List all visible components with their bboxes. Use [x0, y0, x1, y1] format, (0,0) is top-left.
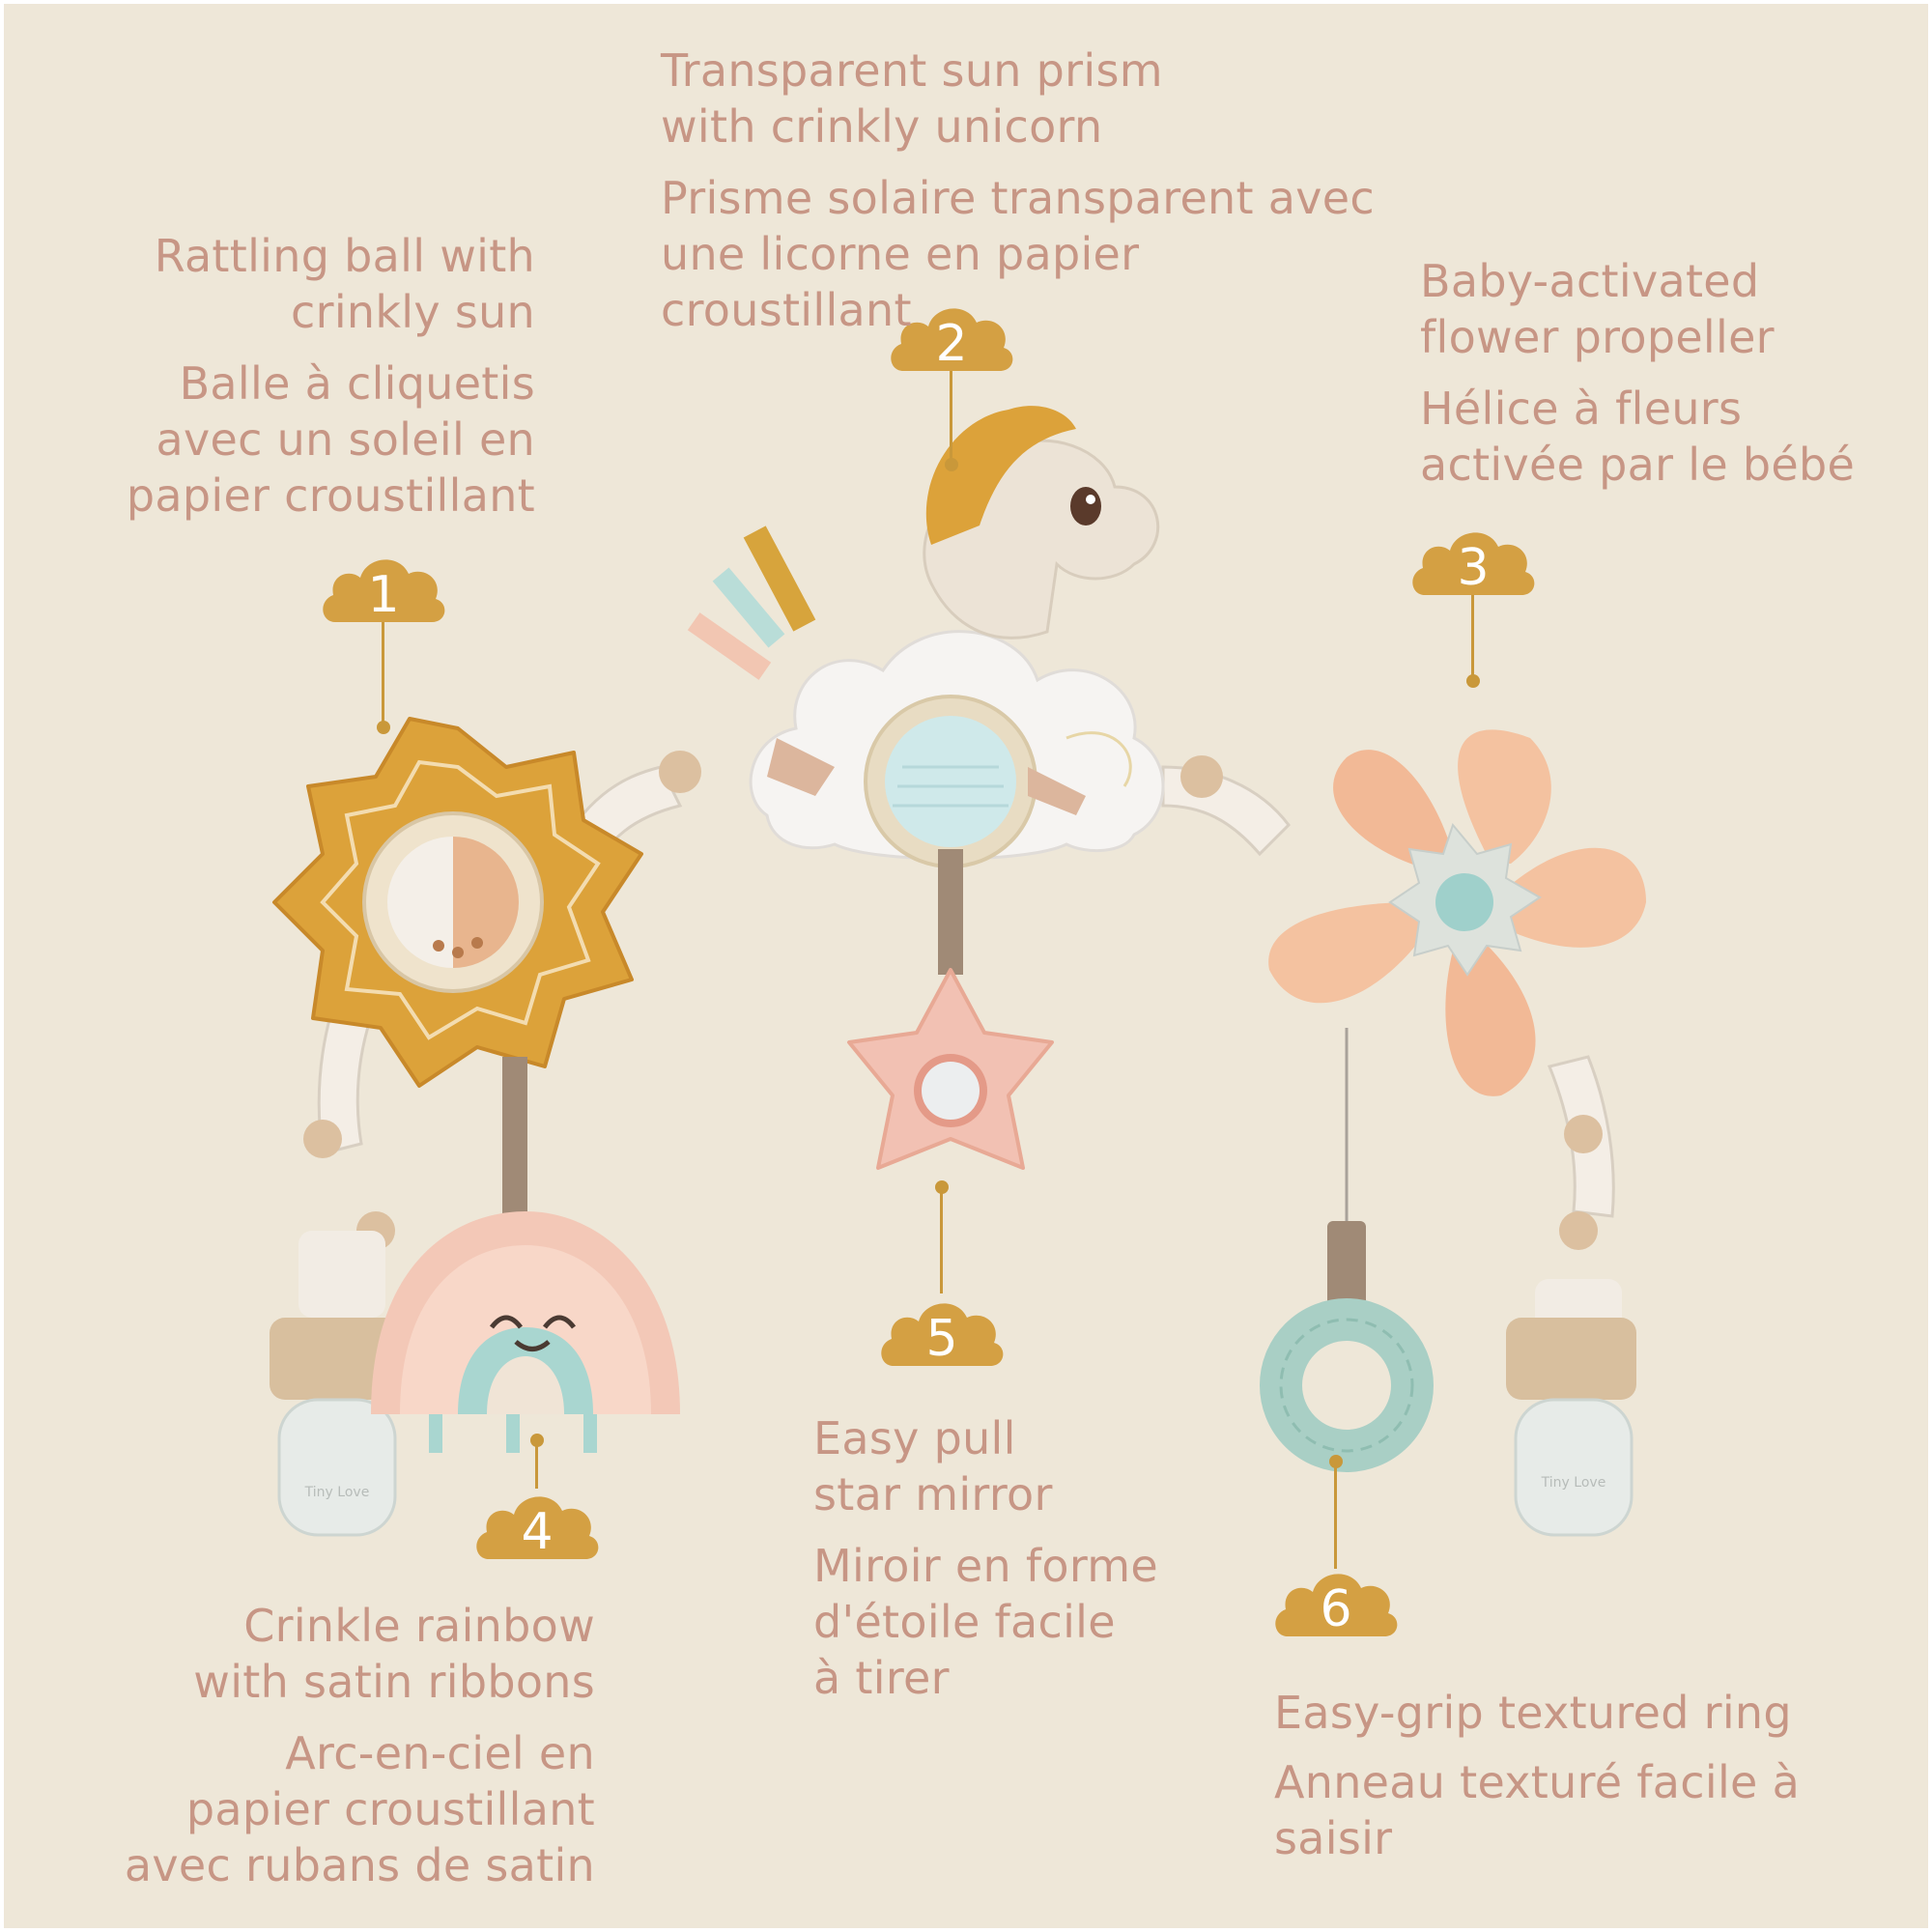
label-line: Anneau texturé facile à saisir [1274, 1756, 1801, 1864]
label-line: d'étoile facile [813, 1596, 1116, 1648]
leader-line-3 [1471, 583, 1474, 680]
flower-propeller-icon [1268, 729, 1646, 1096]
leader-dot-2 [945, 458, 958, 471]
rainbow-icon [371, 1211, 680, 1453]
cloud-badge-icon [1412, 532, 1535, 595]
number-badge-1: 1 [316, 545, 451, 641]
label-line: avec un soleil en [156, 413, 535, 466]
label-line: Crinkle rainbow [243, 1600, 595, 1652]
feature-3-english: Baby-activated flower propeller [1420, 253, 1903, 365]
badge-number: 4 [521, 1503, 554, 1561]
label-line: papier croustillant [126, 469, 535, 522]
label-line: Prisme solaire transparent avec [661, 172, 1375, 224]
leader-line-1 [382, 622, 384, 728]
feature-1-english: Rattling ball with crinkly sun [43, 228, 535, 340]
label-line: avec rubans de satin [124, 1839, 595, 1891]
number-badge-2: 2 [884, 294, 1019, 390]
star-mirror-icon [847, 968, 1054, 1170]
label-line: Baby-activated [1420, 255, 1760, 307]
label-line: Transparent sun prism [661, 44, 1163, 97]
label-line: with satin ribbons [193, 1656, 595, 1708]
unicorn-cloud-prism-icon [687, 406, 1165, 868]
textured-ring-icon [1260, 1298, 1434, 1472]
badge-number: 3 [1457, 539, 1490, 597]
cloud-badge-icon [881, 1303, 1004, 1366]
number-badge-3: 3 [1406, 518, 1541, 614]
sun-rattle-icon [272, 717, 643, 1088]
leader-line-2 [950, 356, 952, 463]
number-badge-4: 4 [469, 1482, 605, 1578]
number-badge-6: 6 [1268, 1559, 1404, 1656]
badge-number: 6 [1320, 1580, 1352, 1638]
label-line: Easy-grip textured ring [1274, 1687, 1792, 1739]
label-line: activée par le bébé [1420, 439, 1856, 491]
badge-number: 5 [925, 1310, 958, 1368]
badge-number: 2 [935, 315, 968, 373]
leader-dot-4 [530, 1434, 544, 1447]
leader-line-4 [535, 1445, 538, 1489]
cloud-badge-icon [1275, 1574, 1398, 1636]
label-line: papier croustillant [185, 1783, 595, 1835]
label-line: Hélice à fleurs [1420, 383, 1743, 435]
label-line: une licorne en papier croustillant [661, 228, 1140, 336]
label-line: Easy pull [813, 1412, 1016, 1464]
label-line: Arc-en-ciel en [285, 1727, 595, 1779]
feature-5-english: Easy pull star mirror [813, 1410, 1219, 1522]
label-line: à tirer [813, 1652, 950, 1704]
feature-4-french: Arc-en-ciel en papier croustillant avec … [43, 1725, 595, 1893]
infographic-canvas: Tiny Love Tiny Love [4, 4, 1928, 1928]
rainbow-strap-icon [502, 1057, 527, 1231]
feature-1-french: Balle à cliquetis avec un soleil en papi… [43, 355, 535, 524]
clip-brand-label: Tiny Love [1541, 1475, 1606, 1491]
label-line: flower propeller [1420, 311, 1775, 363]
feature-5-french: Miroir en forme d'étoile facile à tirer [813, 1538, 1219, 1706]
leader-dot-1 [377, 721, 390, 734]
leader-line-6 [1334, 1463, 1337, 1569]
label-line: Balle à cliquetis [179, 357, 535, 410]
label-line: Miroir en forme [813, 1540, 1158, 1592]
feature-2-english: Transparent sun prism with crinkly unico… [661, 43, 1395, 155]
cloud-badge-icon [891, 308, 1013, 371]
cloud-badge-icon [323, 559, 445, 622]
number-badge-5: 5 [874, 1289, 1009, 1385]
stroller-arch-toy-illustration: Tiny Love Tiny Love [270, 406, 1646, 1537]
badge-number: 1 [367, 566, 400, 624]
leader-dot-5 [935, 1180, 949, 1194]
right-clip-icon: Tiny Love [1506, 1279, 1636, 1537]
label-line: crinkly sun [291, 286, 535, 338]
label-line: Rattling ball with [154, 230, 535, 282]
clip-brand-label: Tiny Love [304, 1485, 370, 1500]
left-clip-icon: Tiny Love [270, 1231, 400, 1537]
label-line: star mirror [813, 1468, 1053, 1520]
feature-6-english: Easy-grip textured ring [1274, 1685, 1912, 1741]
star-strap-icon [938, 849, 963, 975]
leader-line-5 [940, 1187, 943, 1293]
cloud-badge-icon [476, 1496, 599, 1559]
feature-2-french: Prisme solaire transparent avec une lico… [661, 170, 1395, 338]
feature-3-french: Hélice à fleurs activée par le bébé [1420, 381, 1903, 493]
label-line: with crinkly unicorn [661, 100, 1103, 153]
leader-dot-3 [1466, 674, 1480, 688]
feature-6-french: Anneau texturé facile à saisir [1274, 1754, 1912, 1866]
feature-4-english: Crinkle rainbow with satin ribbons [43, 1598, 595, 1710]
leader-dot-6 [1329, 1455, 1343, 1468]
